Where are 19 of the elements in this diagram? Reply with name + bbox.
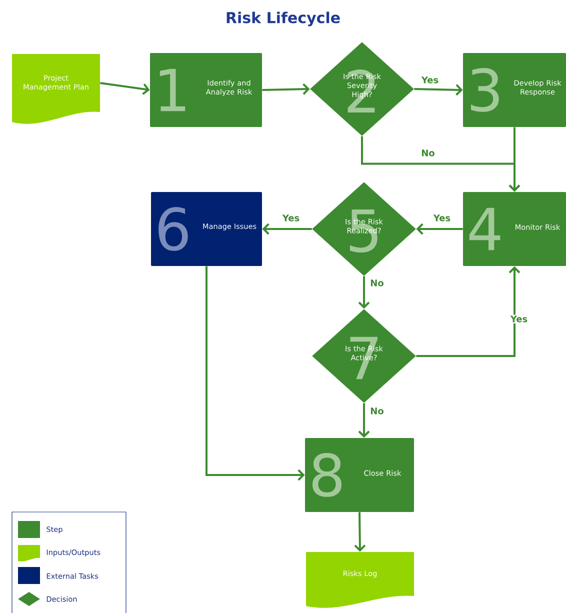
arrow (354, 512, 366, 552)
arrow (508, 127, 520, 192)
arrow (262, 223, 312, 235)
arrow (358, 403, 370, 438)
edge-label: No (369, 278, 385, 288)
arrow (414, 84, 463, 96)
edge-label: Yes (509, 314, 529, 324)
arrow (100, 82, 150, 95)
title: Risk Lifecycle (226, 12, 340, 26)
edge-label: Yes (420, 76, 440, 84)
arrow (416, 266, 520, 357)
arrow (262, 83, 310, 95)
edge-label: Yes (432, 214, 452, 222)
edge-label: No (369, 406, 385, 416)
arrow (416, 223, 463, 235)
edge-label: Yes (281, 214, 301, 222)
edge-label: No (420, 148, 436, 158)
arrow (358, 276, 370, 309)
arrow (206, 266, 305, 481)
